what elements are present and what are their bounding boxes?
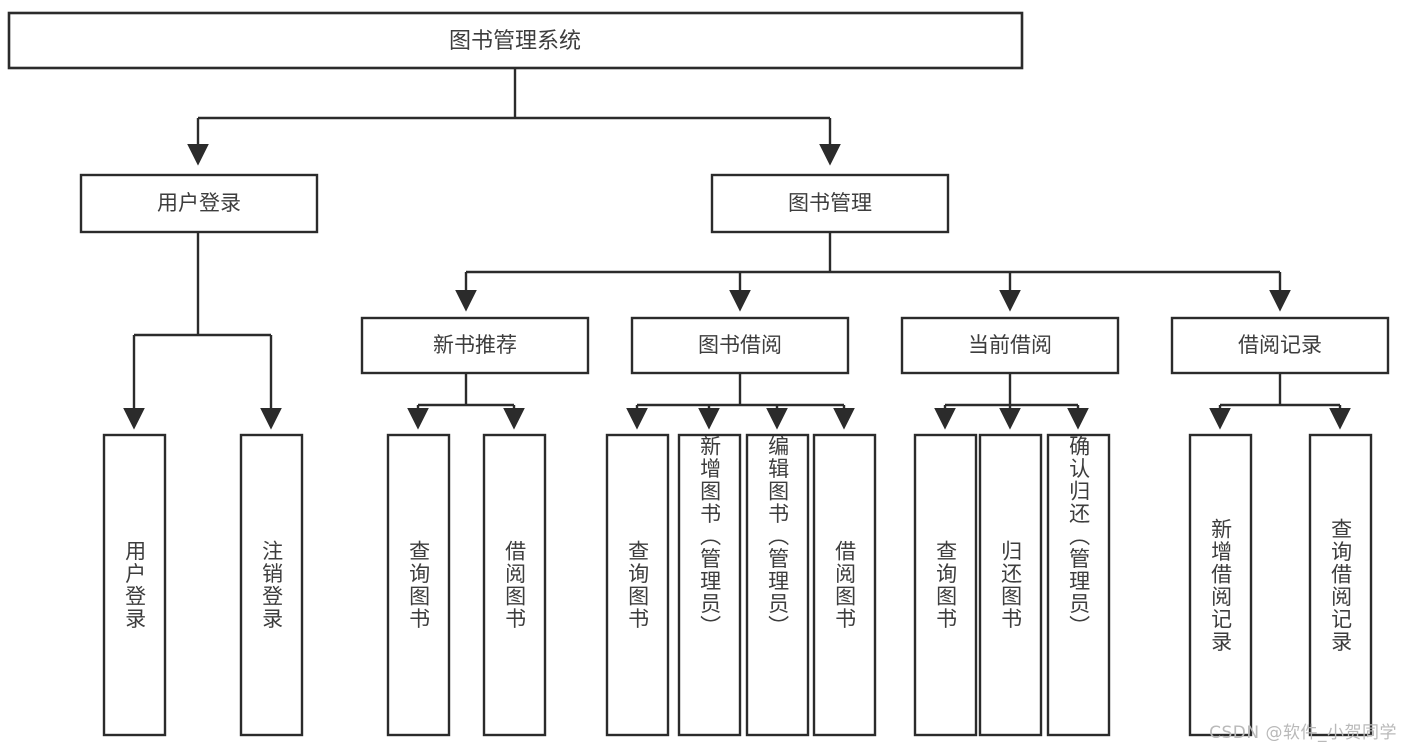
node-book-borrow-box[interactable]: [630, 316, 850, 375]
leaf-box-new-book-1[interactable]: [386, 433, 451, 737]
node-book-borrow-label: 图书借阅: [698, 333, 782, 357]
leaf-box-book-borrow-2[interactable]: [677, 433, 742, 737]
node-user-login-label: 用户登录: [157, 191, 241, 215]
leaf-box-book-borrow-3[interactable]: [745, 433, 810, 737]
node-new-book-recommend-label: 新书推荐: [433, 333, 517, 357]
node-new-book-recommend-box[interactable]: [360, 316, 590, 375]
csdn-watermark: CSDN @软件_小贺同学: [1209, 723, 1397, 743]
leaf-box-borrow-record-2[interactable]: [1308, 433, 1373, 737]
node-current-borrow-box[interactable]: [900, 316, 1120, 375]
leaf-box-user-login-1[interactable]: [102, 433, 167, 737]
node-borrow-record-label: 借阅记录: [1238, 333, 1322, 357]
node-book-manage-label: 图书管理: [788, 191, 872, 215]
leaf-box-new-book-2[interactable]: [482, 433, 547, 737]
node-borrow-record-box[interactable]: [1170, 316, 1390, 375]
leaf-box-book-borrow-4[interactable]: [812, 433, 877, 737]
leaf-box-current-borrow-2[interactable]: [978, 433, 1043, 737]
leaf-box-current-borrow-3[interactable]: [1046, 433, 1111, 737]
leaf-box-book-borrow-1[interactable]: [605, 433, 670, 737]
leaf-box-current-borrow-1[interactable]: [913, 433, 978, 737]
node-book-manage-box[interactable]: [710, 173, 950, 234]
node-current-borrow-label: 当前借阅: [968, 333, 1052, 357]
node-root-label: 图书管理系统: [449, 29, 581, 54]
node-root-box[interactable]: [7, 11, 1024, 70]
leaf-box-borrow-record-1[interactable]: [1188, 433, 1253, 737]
leaf-box-user-login-2[interactable]: [239, 433, 304, 737]
